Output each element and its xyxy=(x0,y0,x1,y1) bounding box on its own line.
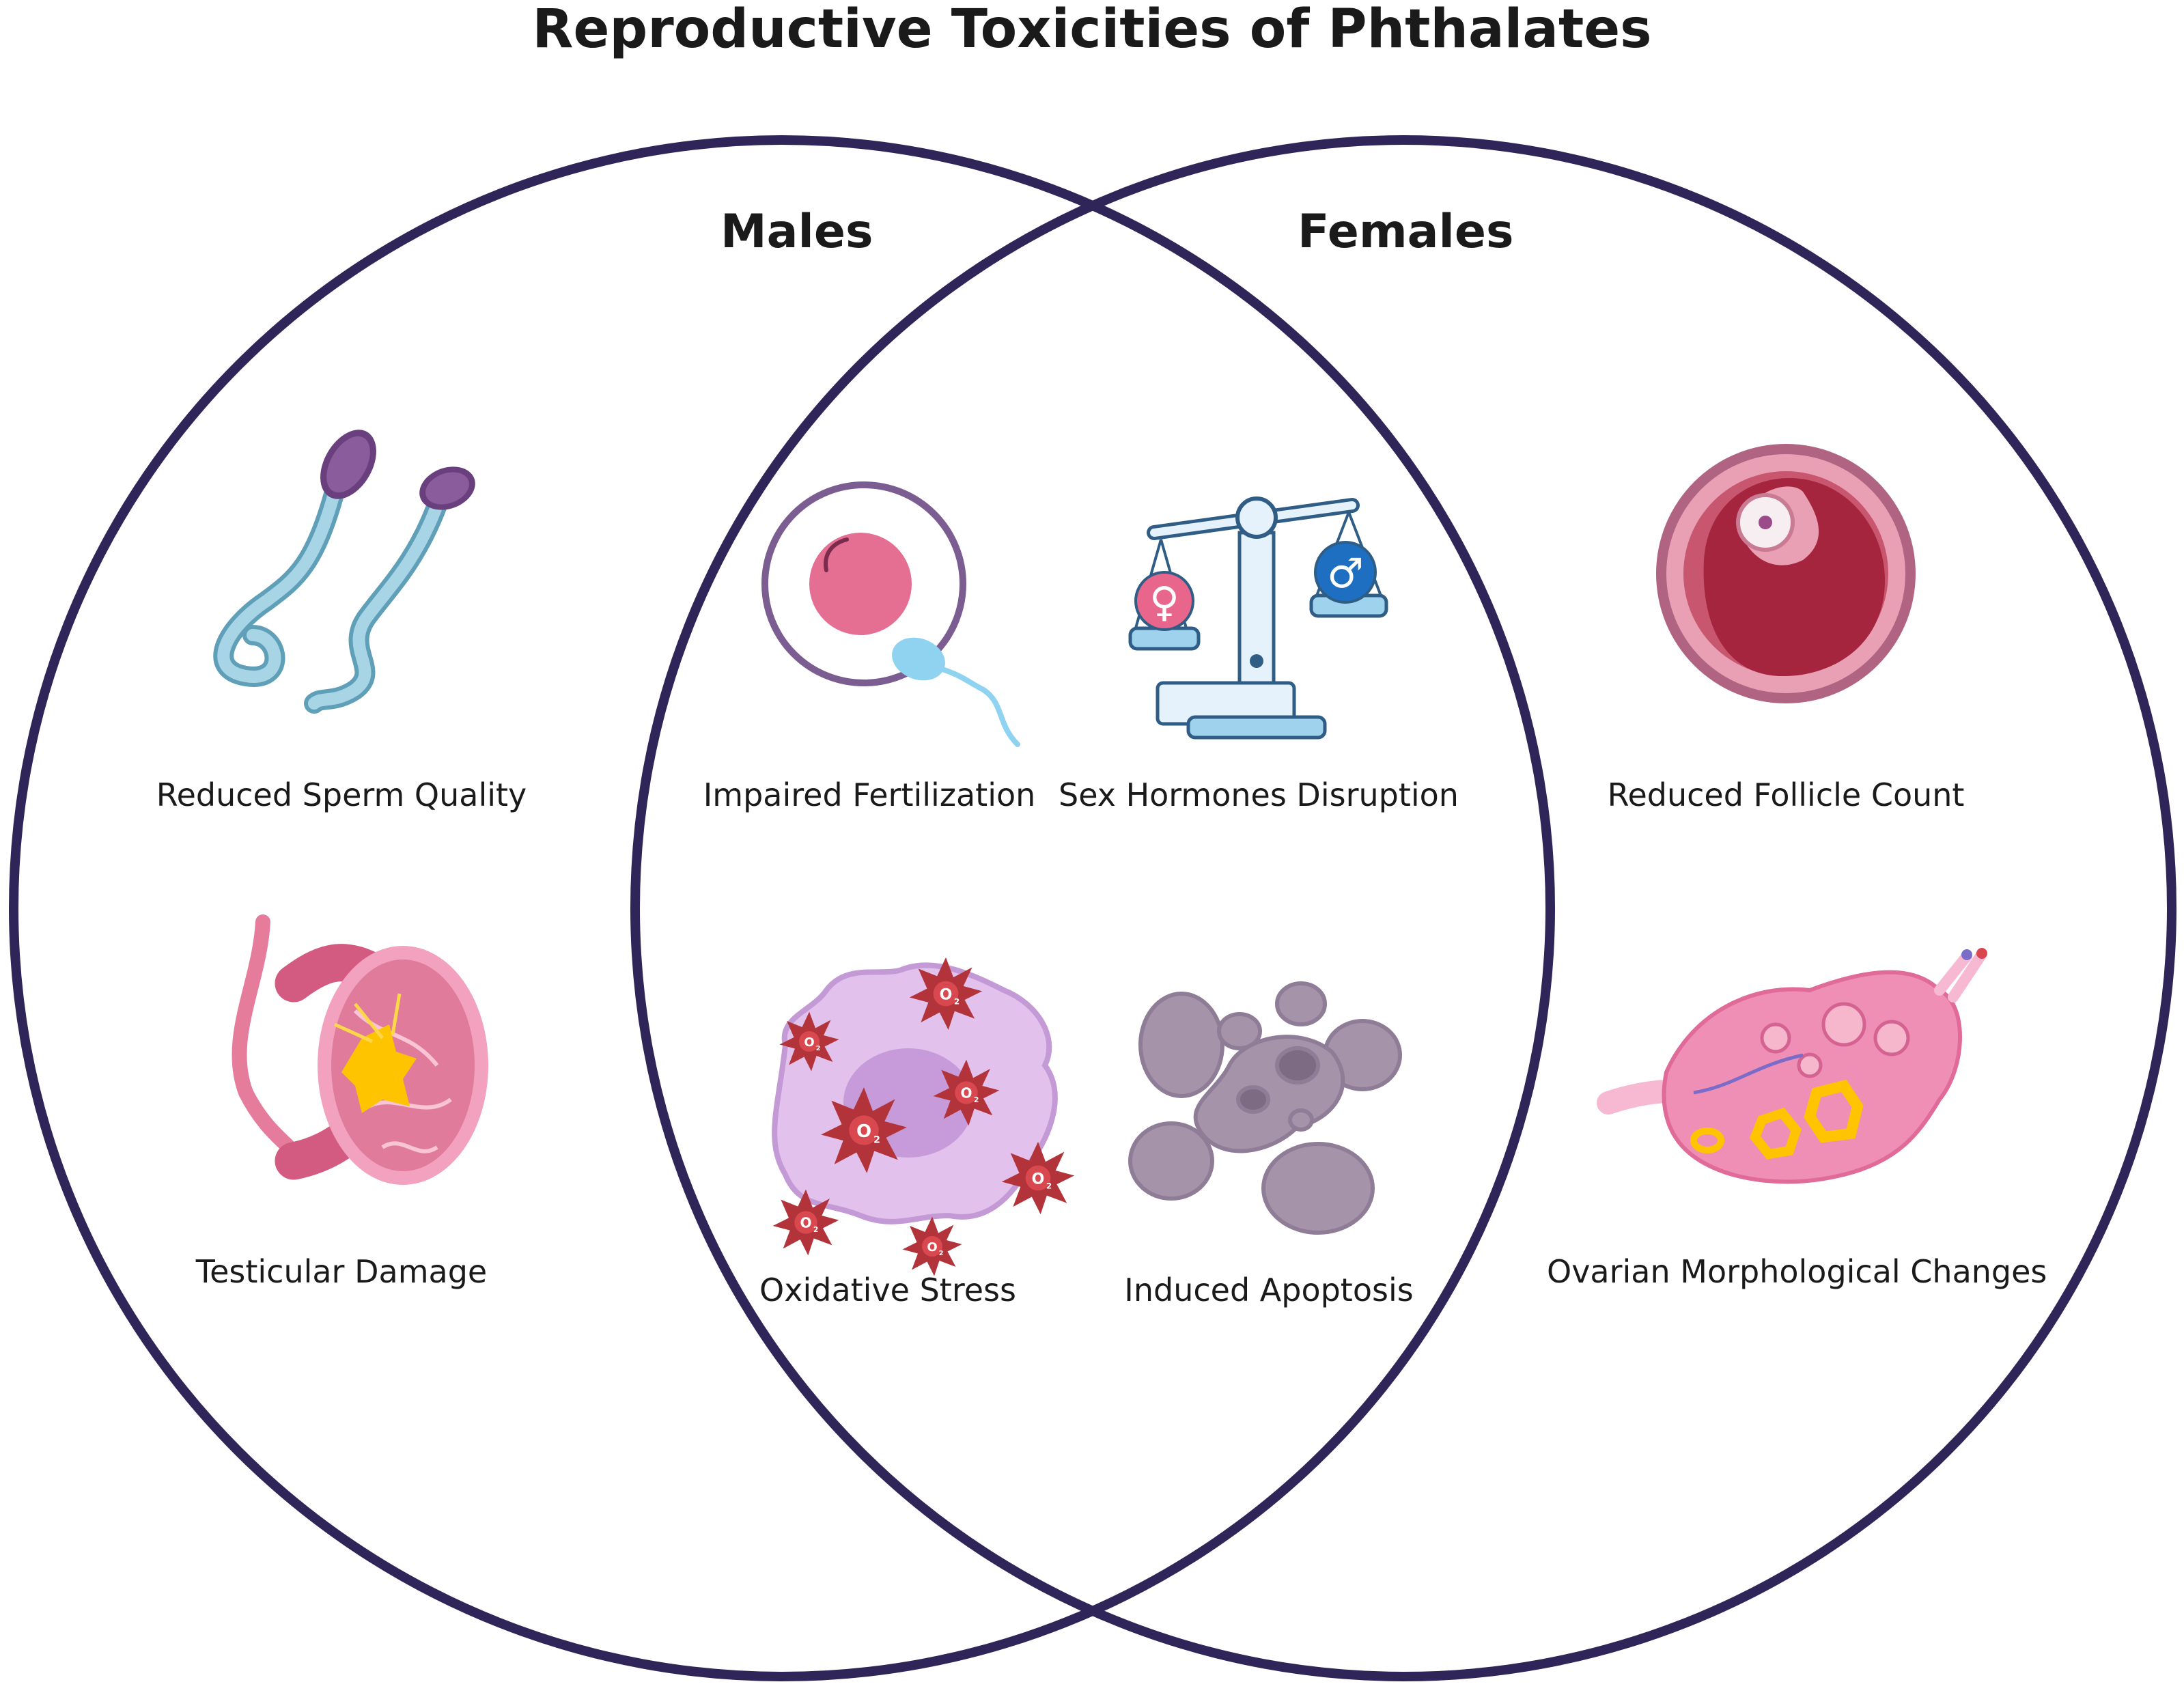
apoptotic-cell-icon xyxy=(1128,981,1402,1235)
sperm-icon xyxy=(213,430,475,714)
reduced-follicle-count-label: Reduced Follicle Count xyxy=(1607,776,1965,813)
ros-cell-icon xyxy=(772,957,1075,1276)
svg-text:♂: ♂ xyxy=(1327,550,1364,598)
impaired-fertilization-label: Impaired Fertilization xyxy=(703,776,1036,813)
egg-sperm-icon xyxy=(761,481,1020,747)
testis-icon xyxy=(232,914,488,1185)
males-circle xyxy=(9,135,1555,1681)
balance-scale-icon: ♀ ♂ xyxy=(1128,496,1388,740)
svg-text:♀: ♀ xyxy=(1149,578,1179,626)
females-circle xyxy=(630,135,2176,1681)
females-set-label: Females xyxy=(1298,205,1514,259)
sex-hormones-disruption-label: Sex Hormones Disruption xyxy=(1059,776,1459,813)
follicle-icon xyxy=(1656,444,1916,703)
ovarian-morphological-changes-label: Ovarian Morphological Changes xyxy=(1547,1253,2047,1290)
males-set-label: Males xyxy=(720,205,873,259)
ovary-icon xyxy=(1597,948,1987,1184)
induced-apoptosis-label: Induced Apoptosis xyxy=(1124,1272,1414,1308)
oxidative-stress-label: Oxidative Stress xyxy=(759,1272,1016,1308)
reduced-sperm-quality-label: Reduced Sperm Quality xyxy=(156,776,527,813)
testicular-damage-label: Testicular Damage xyxy=(195,1253,488,1290)
diagram-title: Reproductive Toxicities of Phthalates xyxy=(532,0,1652,60)
